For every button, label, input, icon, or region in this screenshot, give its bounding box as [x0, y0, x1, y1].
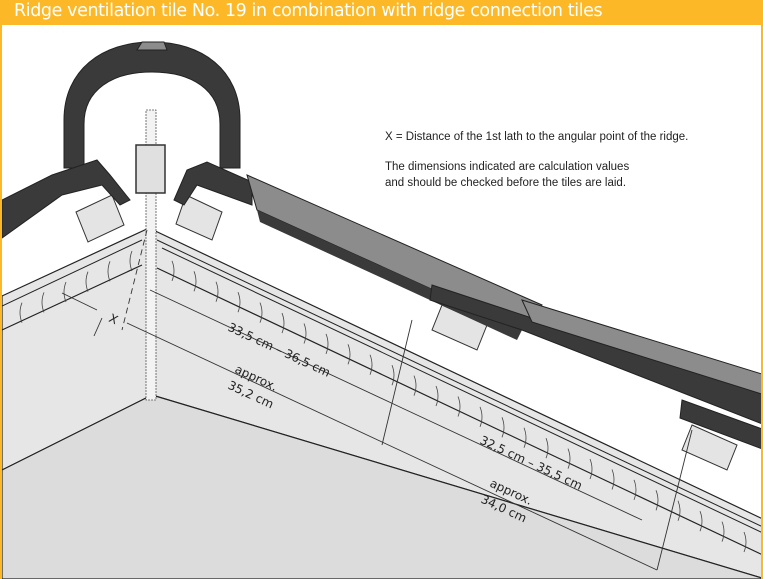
diagram-title: Ridge ventilation tile No. 19 in combina…	[14, 1, 603, 21]
grain-stroke	[347, 344, 351, 365]
note-calc-line1: The dimensions indicated are calculation…	[385, 161, 630, 173]
gable-face	[2, 394, 761, 579]
grain-stroke	[369, 354, 373, 375]
grain-stroke	[479, 406, 483, 428]
grain-stroke	[699, 511, 703, 532]
grain-stroke	[19, 302, 23, 323]
grain-stroke	[435, 385, 439, 407]
grain-stroke	[259, 302, 263, 323]
ridge-tile	[63, 41, 241, 169]
grain-stroke	[567, 448, 571, 469]
grain-stroke	[523, 427, 527, 448]
timber-grain	[19, 250, 747, 553]
grain-stroke	[107, 261, 111, 282]
grain-stroke	[677, 500, 681, 521]
first-lath-right	[175, 194, 223, 241]
batten-band-right-bottom	[156, 267, 761, 555]
lath-right-3	[681, 424, 738, 471]
grain-stroke	[85, 271, 89, 292]
grain-stroke	[325, 333, 329, 355]
grain-stroke	[193, 271, 197, 292]
note-x-definition: X = Distance of the 1st lath to the angu…	[385, 131, 689, 143]
grain-stroke	[501, 417, 505, 438]
grain-stroke	[215, 281, 219, 302]
ridge-tile-crest	[136, 41, 168, 51]
title-bar: Ridge ventilation tile No. 19 in combina…	[2, 0, 761, 25]
dimension-lines	[61, 229, 693, 571]
grain-stroke	[743, 531, 747, 553]
grain-stroke	[611, 469, 615, 490]
grain-stroke	[457, 396, 461, 417]
grain-stroke	[171, 260, 175, 282]
ridge-batten	[135, 144, 166, 194]
grain-stroke	[655, 490, 659, 511]
grain-stroke	[303, 323, 307, 344]
grain-stroke	[391, 365, 395, 386]
first-lath-left	[75, 194, 125, 243]
grain-stroke	[589, 458, 593, 480]
batten-band-right-top	[161, 247, 761, 533]
note-calc-line2: and should be checked before the tiles a…	[385, 177, 627, 189]
grain-stroke	[63, 281, 67, 303]
grain-stroke	[721, 521, 725, 542]
grain-stroke	[633, 479, 637, 501]
ridge-post	[145, 109, 157, 401]
grain-stroke	[545, 438, 549, 459]
grain-stroke	[129, 250, 133, 272]
grain-stroke	[41, 292, 45, 313]
grain-stroke	[237, 292, 241, 313]
batten-band-left-top	[2, 239, 143, 307]
roof-tile-3	[679, 399, 761, 450]
counter-batten-line-right	[156, 239, 761, 527]
roof-tile-2-top	[521, 299, 761, 395]
grain-stroke	[281, 312, 285, 334]
grain-stroke	[413, 375, 417, 396]
ridge-connection-tile-left	[2, 159, 131, 239]
